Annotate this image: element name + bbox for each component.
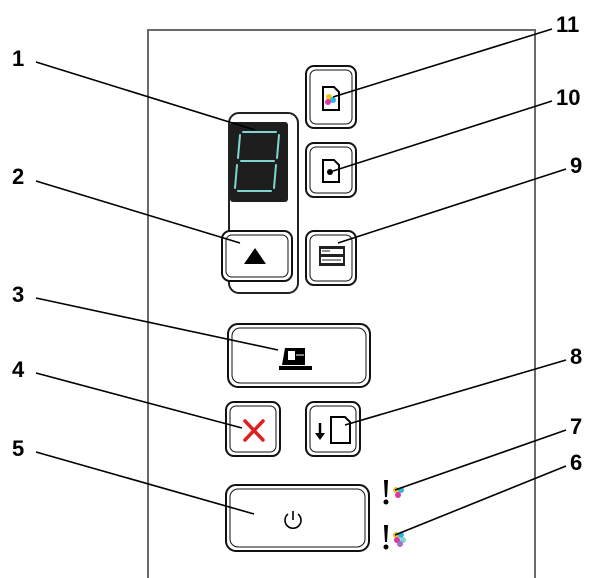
leader-line-9 (337, 168, 567, 244)
control-panel-outline (147, 29, 536, 578)
leader-line-6 (394, 465, 567, 536)
scanner-icon (279, 348, 312, 370)
color-copy-icon (322, 86, 340, 111)
reprint-button[interactable] (305, 401, 361, 457)
color-copy-button[interactable] (305, 65, 357, 129)
photo-proof-button[interactable] (305, 230, 357, 286)
color-cartridge-alert (383, 480, 404, 505)
up-triangle-icon (244, 248, 266, 264)
callout-9: 9 (570, 153, 583, 178)
photo-proof-sheet-icon (319, 246, 345, 266)
leader-line-8 (344, 359, 567, 426)
reprint-icon (315, 416, 351, 444)
power-icon (284, 511, 302, 529)
leader-line-7 (394, 429, 567, 491)
callout-2: 2 (12, 164, 25, 189)
callout-3: 3 (12, 282, 25, 307)
callout-6: 6 (570, 450, 583, 475)
leader-line-11 (332, 28, 553, 98)
leader-line-4 (35, 372, 243, 429)
leader-lines (35, 28, 567, 536)
power-button[interactable] (225, 484, 370, 552)
x-icon (243, 419, 265, 442)
callout-5: 5 (12, 436, 25, 461)
cancel-button[interactable] (225, 401, 281, 457)
leader-line-3 (35, 297, 279, 351)
callout-8: 8 (570, 344, 583, 369)
leader-line-5 (35, 451, 255, 515)
black-copy-button[interactable] (305, 142, 357, 198)
seven-segment-display-icon (230, 122, 288, 202)
leader-line-1 (35, 61, 256, 131)
scan-button[interactable] (227, 323, 371, 388)
black-copy-icon (322, 159, 340, 183)
select-button[interactable] (221, 230, 293, 282)
callout-11: 11 (556, 12, 580, 37)
callout-7: 7 (570, 414, 583, 439)
callout-1: 1 (12, 46, 25, 71)
leader-line-2 (35, 180, 241, 244)
callout-10: 10 (556, 85, 581, 110)
photo-cartridge-alert (383, 525, 406, 550)
leader-line-10 (332, 100, 553, 172)
callout-4: 4 (12, 357, 25, 382)
photo-cartridge-alert-icon (393, 532, 406, 547)
